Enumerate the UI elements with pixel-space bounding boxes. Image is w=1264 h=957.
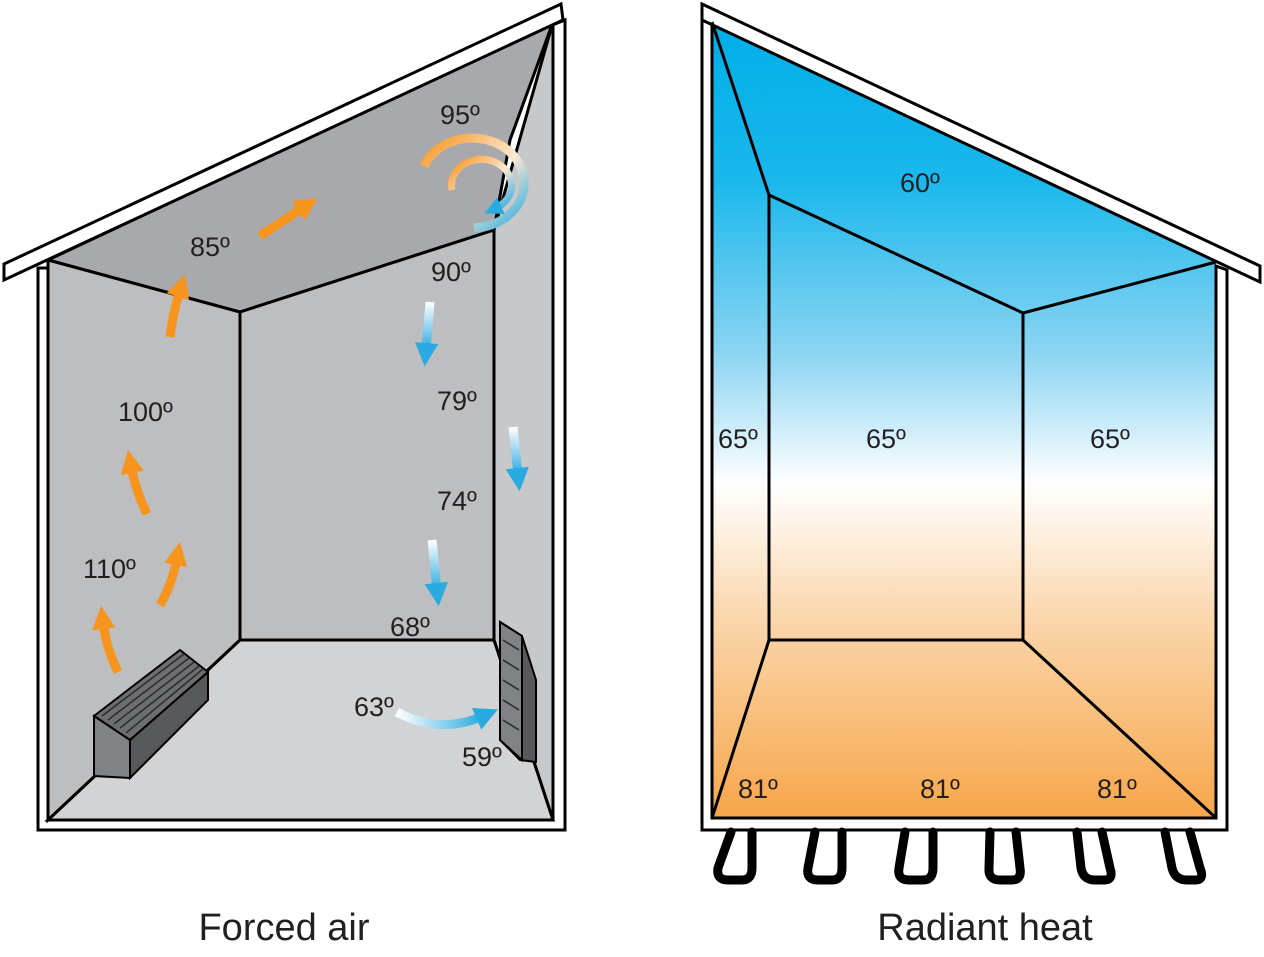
cool-airflow-arrows: [394, 301, 529, 730]
pipe-loop: [1160, 827, 1207, 885]
warm-arrow: [92, 605, 123, 675]
pipe-loop: [713, 827, 757, 885]
temp-label-ceiling: 60º: [900, 168, 940, 198]
forced-air-roof: [2, 1, 565, 283]
temp-label-85: 85º: [190, 232, 230, 262]
temp-label-90: 90º: [431, 257, 471, 287]
radiant-room-interior: [712, 22, 1216, 818]
radiant-room-edges: [710, 21, 1218, 820]
pipe-loop: [1072, 827, 1116, 885]
warm-arrow: [156, 541, 188, 608]
temp-label-74: 74º: [437, 486, 477, 516]
temp-label-left-wall: 65º: [718, 424, 758, 454]
radiant-floor-pipes: [713, 827, 1207, 885]
forced-air-caption: Forced air: [198, 907, 369, 949]
temp-label-back-wall: 65º: [866, 424, 906, 454]
cool-arrow: [505, 426, 529, 492]
temp-label-floor-left: 81º: [738, 774, 778, 804]
temp-label-68: 68º: [390, 612, 430, 642]
cool-arrow: [414, 301, 439, 367]
temp-label-95: 95º: [440, 100, 480, 130]
forced-air-room: 110º 100º 85º 95º 90º 79º 74º 68º 63º 59…: [2, 1, 567, 832]
temp-label-59: 59º: [462, 742, 502, 772]
radiant-heat-caption: Radiant heat: [877, 907, 1093, 949]
temp-label-floor-center: 81º: [920, 774, 960, 804]
temp-label-110: 110º: [83, 554, 136, 584]
cool-arrow: [424, 539, 448, 607]
temp-label-100: 100º: [118, 397, 173, 427]
warm-arrow: [165, 274, 190, 338]
temp-label-79: 79º: [437, 386, 477, 416]
radiant-roof: [700, 1, 1262, 285]
pipe-loop: [894, 827, 938, 885]
cool-arrow: [394, 707, 498, 730]
temp-label-right-wall: 65º: [1090, 424, 1130, 454]
warm-airflow-arrows: [92, 197, 318, 675]
pipe-loop: [984, 827, 1025, 885]
temp-label-63: 63º: [354, 692, 394, 722]
return-air-vent: [499, 620, 537, 764]
radiant-outer-wall: [700, 10, 1229, 832]
warm-arrow: [257, 197, 318, 240]
warm-arrow: [120, 449, 152, 517]
pipe-loop: [803, 827, 847, 885]
floor-heater-unit: [92, 648, 210, 781]
temp-label-floor-right: 81º: [1097, 774, 1137, 804]
air-swirl: [419, 133, 529, 233]
radiant-heat-room: 60º 65º 65º 65º 81º 81º 81º: [700, 1, 1262, 885]
